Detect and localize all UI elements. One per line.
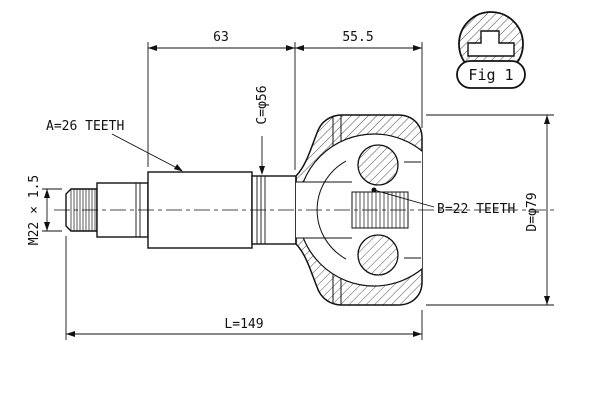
spline-a-label: A=26 TEETH <box>46 119 124 134</box>
leader-a <box>111 133 178 169</box>
arrow <box>66 331 75 337</box>
fig-badge <box>456 60 526 89</box>
arrow <box>413 45 422 51</box>
arrow <box>148 45 157 51</box>
dia-d-label: D=φ79 <box>525 192 540 231</box>
fig1-emblem: Fig 1 <box>456 11 526 89</box>
dia-c-label: C=φ56 <box>255 85 270 124</box>
thread-label: M22 × 1.5 <box>27 175 42 245</box>
leader-b <box>373 189 435 208</box>
arrow <box>295 45 304 51</box>
leader-dot <box>371 187 377 193</box>
arrow <box>259 166 265 175</box>
arrow <box>44 222 50 231</box>
length-label: L=149 <box>224 317 263 332</box>
spline-b-label: B=22 TEETH <box>437 202 515 217</box>
arrow <box>286 45 295 51</box>
arrow <box>544 296 550 305</box>
ball-bottom <box>357 234 399 276</box>
dim-63-label: 63 <box>213 30 229 45</box>
ball-top <box>357 144 399 186</box>
dimensions <box>42 42 554 340</box>
arrow <box>173 164 183 172</box>
dim-55-5-label: 55.5 <box>342 30 373 45</box>
step-profile-icon <box>467 30 515 57</box>
arrow <box>413 331 422 337</box>
fig-badge-label: Fig 1 <box>468 66 513 84</box>
arrow <box>544 115 550 124</box>
arrow <box>44 189 50 198</box>
